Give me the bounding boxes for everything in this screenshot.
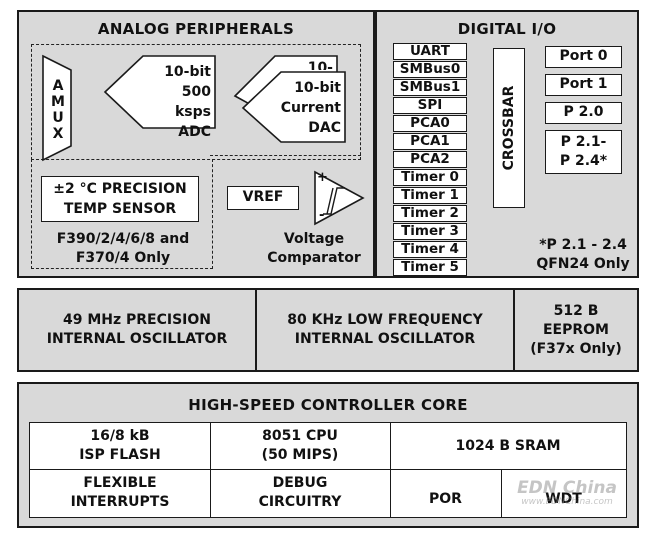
analog-dashed-group-bottom-left [31,159,213,269]
peripheral-list: UART SMBus0 SMBus1 SPI PCA0 PCA1 PCA2 Ti… [393,43,467,276]
comparator-plus: + [317,170,328,185]
dac-back-label: 10-bit [307,60,333,70]
port-2-1-to-2-4: P 2.1- P 2.4* [545,130,622,174]
qfn24-note: *P 2.1 - 2.4 QFN24 Only [536,237,630,272]
peripheral-timer0: Timer 0 [393,169,467,186]
core-title: HIGH-SPEED CONTROLLER CORE [188,396,468,414]
digital-title: DIGITAL I/O [457,20,557,38]
peripheral-spi: SPI [393,97,467,114]
por: POR [429,490,462,507]
cpu-8051: 8051 CPU(50 MIPS) [261,428,339,463]
wdt: WDT [545,490,582,507]
comparator-minus: - [319,208,325,223]
adc-label: 10-bit 500 ksps ADC [164,64,211,140]
port-2-0: P 2.0 [545,102,622,124]
vref-box: VREF [227,186,299,210]
peripheral-timer2: Timer 2 [393,205,467,222]
dac-label: 10-bit Current DAC [280,80,341,136]
peripheral-smbus1: SMBus1 [393,79,467,96]
analog-dashed-group-top [31,44,361,160]
peripheral-pca0: PCA0 [393,115,467,132]
analog-peripherals-panel: ANALOG PERIPHERALS AMUX 10-bit 500 ksps … [17,10,375,278]
oscillator-panel: 49 MHz PRECISION INTERNAL OSCILLATOR 80 … [17,288,639,372]
core-grid-vline-1 [210,423,211,517]
comparator-label: Voltage Comparator [267,231,361,266]
peripheral-timer1: Timer 1 [393,187,467,204]
amux-label: AMUX [51,78,65,142]
port-1: Port 1 [545,74,622,96]
analog-title: ANALOG PERIPHERALS [97,20,295,38]
low-frequency-oscillator: 80 KHz LOW FREQUENCY INTERNAL OSCILLATOR [257,290,515,370]
eeprom: 512 B EEPROM (F37x Only) [530,302,622,357]
temp-sensor-note: F390/2/4/6/8 and F370/4 Only [56,231,190,266]
peripheral-timer5: Timer 5 [393,259,467,276]
peripheral-pca2: PCA2 [393,151,467,168]
digital-io-panel: DIGITAL I/O UART SMBus0 SMBus1 SPI PCA0 … [375,10,639,278]
peripheral-timer4: Timer 4 [393,241,467,258]
adc-shape [103,55,216,129]
port-0: Port 0 [545,46,622,68]
hysteresis-icon [323,187,345,215]
port-list: Port 0 Port 1 P 2.0 P 2.1- P 2.4* [545,46,622,186]
crossbar-box: CROSSBAR [493,48,525,208]
analog-shapes [42,54,365,226]
sram: 1024 B SRAM [455,437,561,454]
analog-dashed-group-bottom-right [210,155,361,156]
temp-sensor-box: ±2 °C PRECISION TEMP SENSOR [41,176,199,222]
peripheral-timer3: Timer 3 [393,223,467,240]
peripheral-smbus0: SMBus0 [393,61,467,78]
crossbar-label: CROSSBAR [501,85,517,171]
core-grid-vline-2 [390,423,391,517]
peripheral-pca1: PCA1 [393,133,467,150]
precision-oscillator: 49 MHz PRECISION INTERNAL OSCILLATOR [19,290,257,370]
amux-shape [42,54,72,162]
dac-front-shape [241,71,346,143]
core-grid-vline-3 [501,469,502,517]
core-grid-hline [30,469,626,470]
peripheral-uart: UART [393,43,467,60]
